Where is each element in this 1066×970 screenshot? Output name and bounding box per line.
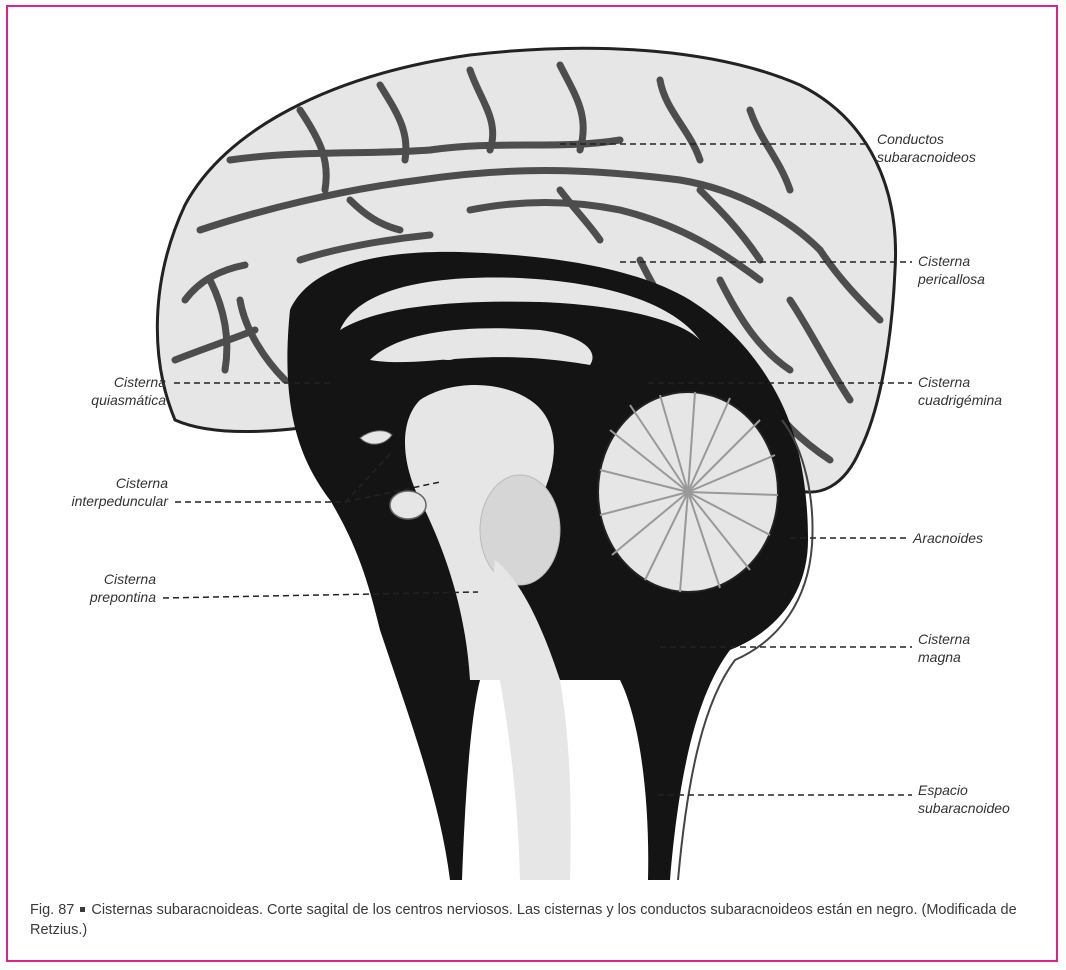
label-cisterna-cuadrigemina: Cisterna cuadrigémina: [918, 373, 1002, 409]
label-cisterna-magna: Cisterna magna: [918, 630, 970, 666]
label-cisterna-pericallosa: Cisterna pericallosa: [918, 252, 985, 288]
label-cisterna-quiasmatica: Cisterna quiasmática: [54, 373, 166, 409]
label-aracnoides: Aracnoides: [913, 529, 983, 547]
cerebellum: [598, 392, 778, 592]
label-cisterna-prepontina: Cisterna prepontina: [40, 570, 156, 606]
label-conductos-subaracnoideos: Conductos subaracnoideos: [877, 130, 976, 166]
bullet-square-icon: [80, 907, 85, 912]
label-espacio-subaracnoideo: Espacio subaracnoideo: [918, 781, 1010, 817]
figure-number: Fig. 87: [30, 902, 74, 918]
label-cisterna-interpeduncular: Cisterna interpeduncular: [28, 474, 168, 510]
figure-caption-text: Cisternas subaracnoideas. Corte sagital …: [30, 902, 1017, 938]
